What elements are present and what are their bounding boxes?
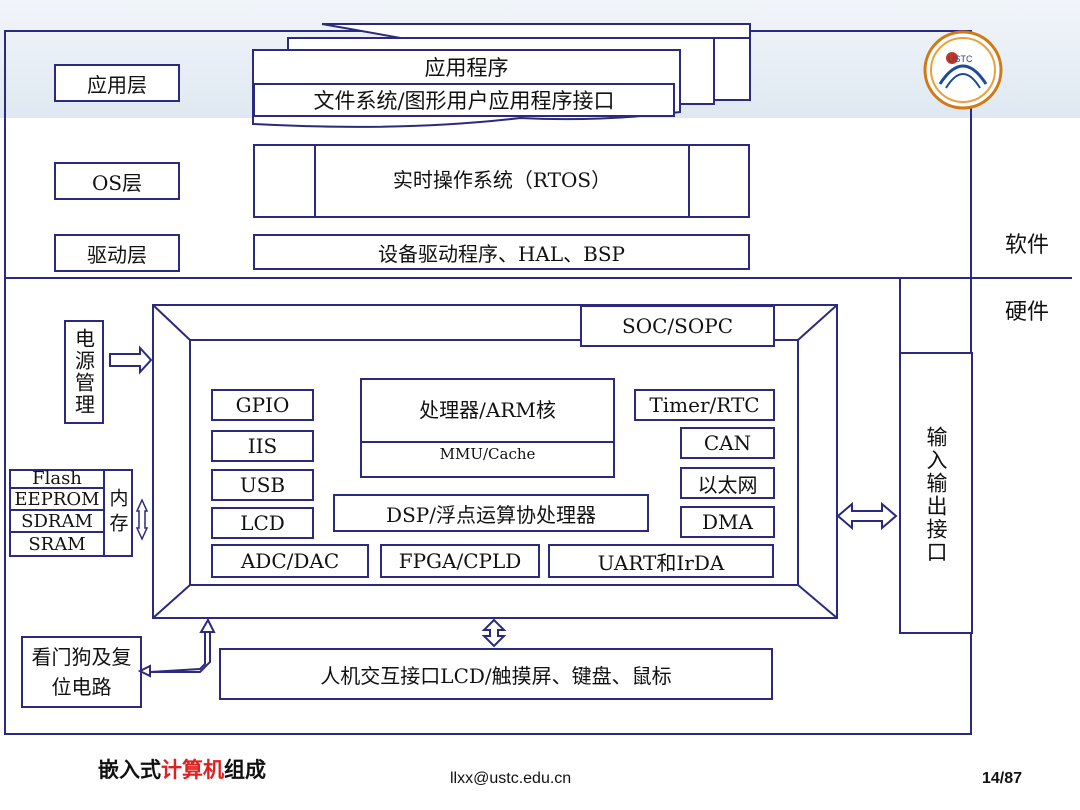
processor-divider (360, 441, 615, 443)
memory-type-eeprom: EEPROM (11, 489, 103, 511)
software-label: 软件 (1004, 233, 1049, 258)
title-prefix: 嵌入式 (98, 758, 161, 782)
svg-text:USTC: USTC (948, 54, 973, 64)
rtos-box (253, 144, 750, 218)
title-highlight: 计算机 (161, 758, 224, 782)
uart-box: UART和IrDA (548, 544, 774, 578)
iis-box: IIS (211, 430, 314, 462)
dsp-box: DSP/浮点运算协处理器 (333, 494, 649, 532)
memory-arrow (135, 498, 149, 541)
title-suffix: 组成 (224, 758, 266, 782)
memory-box (9, 469, 133, 557)
watchdog-box: 看门狗及复位电路 (21, 636, 142, 708)
hardware-label: 硬件 (1004, 300, 1049, 325)
memory-type-flash: Flash (11, 468, 103, 489)
driver-layer-label: 驱动层 (54, 234, 180, 272)
ethernet-box: 以太网 (680, 467, 775, 499)
io-side-line (899, 277, 901, 353)
rtos-divider-right (688, 144, 690, 218)
lcd-box: LCD (211, 507, 314, 539)
processor-box (360, 378, 615, 478)
rtos-label: 实时操作系统（RTOS） (392, 167, 612, 192)
usb-box: USB (211, 469, 314, 501)
io-interface-box (899, 352, 973, 634)
ustc-seal-icon: USTC (918, 28, 1008, 112)
io-interface-label: 输入输出接口 (924, 426, 948, 564)
watchdog-label: 看门狗及复位电路 (31, 645, 132, 699)
can-box: CAN (680, 427, 775, 459)
power-box: 电源管理 (64, 320, 104, 424)
watchdog-arrow (143, 630, 211, 673)
app-interface: 文件系统/图形用户应用程序接口 (253, 83, 675, 117)
power-arrow (109, 345, 153, 375)
dma-box: DMA (680, 506, 775, 538)
hmi-box: 人机交互接口LCD/触摸屏、键盘、鼠标 (219, 648, 773, 700)
timer-box: Timer/RTC (634, 389, 775, 421)
footer-email: llxx@ustc.edu.cn (450, 770, 572, 787)
os-layer-label: OS层 (54, 162, 180, 200)
memory-divider (103, 469, 105, 557)
app-programs: 应用程序 (424, 56, 509, 80)
page-number: 14/87 (982, 770, 1023, 787)
fpga-box: FPGA/CPLD (380, 544, 540, 578)
cache-label: MMU/Cache (439, 445, 536, 463)
rtos-divider-left (314, 144, 316, 218)
adc-dac-box: ADC/DAC (211, 544, 369, 578)
memory-label: 内存 (106, 488, 129, 538)
memory-type-sdram: SDRAM (11, 511, 103, 533)
slide-title: 嵌入式计算机组成 (98, 754, 266, 784)
drivers-box: 设备驱动程序、HAL、BSP (253, 234, 750, 270)
io-arrow (836, 501, 898, 531)
app-layer-label: 应用层 (54, 64, 180, 102)
hmi-arrow (481, 618, 507, 648)
section-divider-line (960, 277, 1072, 279)
gpio-box: GPIO (211, 389, 314, 421)
soc-label: SOC/SOPC (580, 305, 775, 347)
memory-type-sram: SRAM (28, 533, 86, 555)
processor-label: 处理器/ARM核 (419, 397, 556, 422)
